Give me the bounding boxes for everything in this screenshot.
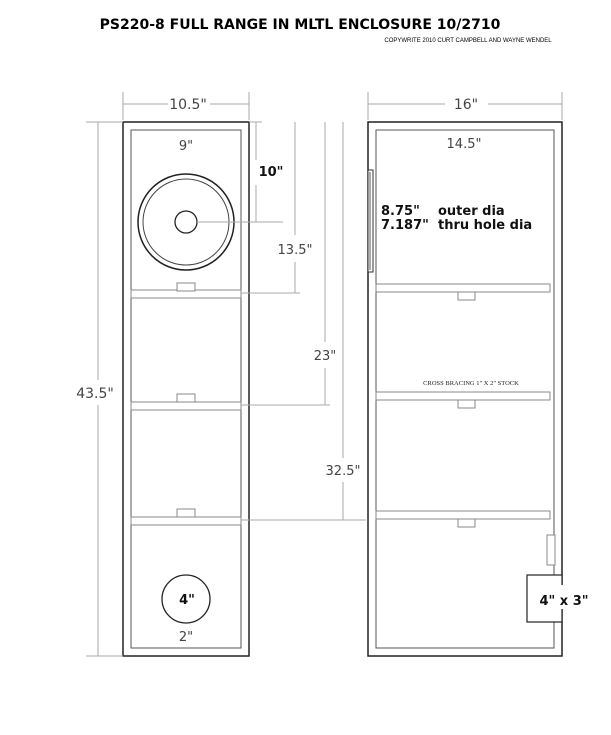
cross-bracing-note: CROSS BRACING 1" X 2" STOCK <box>423 380 519 387</box>
rear-port-tab <box>546 534 556 566</box>
port-diameter-label: 4" <box>179 593 195 608</box>
rear-port-size-label: 4" x 3" <box>539 594 588 609</box>
outer-dia-value: 8.75" <box>381 204 420 219</box>
overall-height-label: 43.5" <box>76 386 114 402</box>
side-brace-3 <box>375 510 551 520</box>
front-brace-3-block <box>176 508 196 518</box>
front-panel-inner <box>130 129 242 649</box>
side-brace-3-block <box>457 518 476 528</box>
side-inner-width-label: 14.5" <box>447 137 482 152</box>
brace-1-height-label: 13.5" <box>278 243 313 258</box>
brace-3-height-label: 32.5" <box>326 464 361 479</box>
side-brace-2 <box>375 391 551 401</box>
outer-dia-text: outer dia <box>438 204 505 219</box>
front-panel-outline <box>122 121 250 657</box>
front-brace-2 <box>130 401 242 411</box>
front-brace-1-block <box>176 282 196 292</box>
side-brace-1-block <box>457 291 476 301</box>
front-view: 10.5" 9" 10" 13.5" 23" <box>76 92 366 657</box>
side-view: 16" 14.5" 8.75" outer dia 7.187" thru ho… <box>367 92 598 657</box>
side-panel-inner <box>375 129 555 649</box>
thru-hole-text: thru hole dia <box>438 218 532 233</box>
front-brace-2-block <box>176 393 196 403</box>
side-width-label: 16" <box>454 97 478 113</box>
front-inner-width-label: 9" <box>179 139 193 154</box>
side-brace-1 <box>375 283 551 293</box>
copyright-note: COPYWRITE 2010 CURT CAMPBELL AND WAYNE W… <box>384 38 552 44</box>
front-width-label: 10.5" <box>169 97 207 113</box>
thru-hole-value: 7.187" <box>381 218 429 233</box>
port-height-label: 2" <box>179 630 193 645</box>
port-circle <box>161 574 211 624</box>
diagram-title: PS220-8 FULL RANGE IN MLTL ENCLOSURE 10/… <box>100 17 501 33</box>
front-brace-3 <box>130 516 242 526</box>
side-brace-2-block <box>457 399 476 409</box>
driver-height-label: 10" <box>259 165 284 180</box>
side-panel-outline <box>367 121 563 657</box>
brace-2-height-label: 23" <box>314 349 337 364</box>
